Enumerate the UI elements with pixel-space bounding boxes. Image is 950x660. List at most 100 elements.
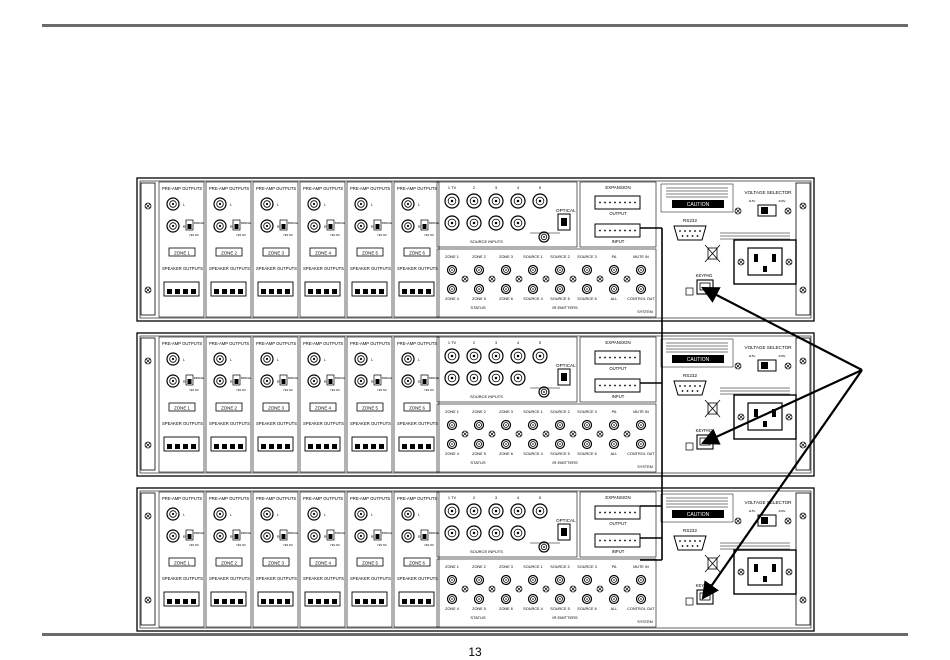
- zone-label: ZONE 5: [362, 406, 378, 411]
- rca-jack-pin: [451, 579, 453, 581]
- ir-label: ZONE 1: [445, 410, 459, 414]
- page-number: 13: [468, 645, 482, 659]
- port-pin: [624, 539, 626, 542]
- rca-jack-pin: [265, 357, 269, 361]
- switch-label: BRIDGE: [382, 221, 392, 225]
- rca-jack-pin: [538, 199, 542, 203]
- speaker-terminal: [167, 444, 172, 449]
- zone-label-box: [356, 402, 384, 412]
- ir-label: SOURCE 3: [577, 565, 596, 569]
- screw-slot: [516, 586, 522, 592]
- expansion-outline: [579, 181, 657, 248]
- switch-label: YES NO: [377, 388, 387, 392]
- port-pin: [681, 390, 684, 392]
- source-column-label: 5: [539, 185, 542, 190]
- rca-jack-pin: [640, 443, 642, 445]
- ir-label: ZONE 2: [472, 255, 486, 259]
- ir-label: ZONE 5: [472, 297, 486, 301]
- rca-jack-pin: [586, 288, 588, 290]
- ir-label: ZONE 3: [499, 565, 513, 569]
- switch-label: BRIDGE: [382, 376, 392, 380]
- rca-jack-ring: [503, 577, 509, 583]
- rca-jack-pin: [218, 357, 222, 361]
- speaker-terminal: [402, 444, 407, 449]
- rca-jack-pin: [494, 509, 498, 513]
- zone-outline: [393, 491, 440, 628]
- port-pin: [629, 229, 631, 232]
- power-pin: [772, 564, 776, 572]
- rca-jack-pin: [478, 443, 480, 445]
- zone-label-box: [403, 402, 431, 412]
- rca-jack-ring: [513, 218, 523, 228]
- speaker-terminal: [410, 289, 415, 294]
- rca-jack-pin: [312, 512, 316, 516]
- rs232-label: RS232: [683, 528, 697, 533]
- port-pin: [689, 385, 691, 387]
- switch-label: YES NO: [283, 233, 293, 237]
- ir-label: ZONE 5: [472, 607, 486, 611]
- ir-outline: [436, 248, 657, 318]
- source-inputs-outline: [436, 181, 578, 248]
- ir-label: PA: [612, 410, 617, 414]
- zone-outline: [252, 491, 299, 628]
- zone-label: ZONE 3: [268, 561, 284, 566]
- channel-label: L: [277, 203, 279, 207]
- rca-jack-pin: [559, 269, 561, 271]
- rs232-label: RS232: [683, 218, 697, 223]
- rca-jack-ring: [263, 200, 271, 208]
- speaker-terminal: [371, 599, 376, 604]
- rca-jack-pin: [538, 509, 542, 513]
- ir-label: SOURCE 4: [523, 297, 542, 301]
- rca-jack-pin: [505, 269, 507, 271]
- rca-jack-pin: [640, 269, 642, 271]
- weee-cross: [704, 554, 721, 573]
- port-pin: [684, 540, 686, 542]
- switch-label: YES NO: [283, 543, 293, 547]
- port-pin: [629, 539, 631, 542]
- zone-switch-knob: [422, 224, 427, 229]
- port-pin: [619, 201, 621, 204]
- speaker-terminal: [316, 444, 321, 449]
- speaker-terminal: [332, 289, 337, 294]
- screw-slot: [516, 431, 522, 437]
- rca-jack-ring: [216, 377, 224, 385]
- rca-jack-pin: [265, 512, 269, 516]
- source-inputs-label: SOURCE INPUTS: [470, 394, 503, 399]
- pre-amp-outputs-label: PRE-AMP OUTPUTS: [350, 496, 390, 501]
- rca-jack-pin: [406, 357, 410, 361]
- ir-emitters-label: IR EMITTERS: [552, 305, 578, 310]
- switch-label: YES NO: [424, 388, 434, 392]
- port-pin: [629, 511, 631, 514]
- speaker-terminal: [261, 444, 266, 449]
- speaker-terminal: [316, 289, 321, 294]
- port-pin: [634, 511, 636, 514]
- screw-slot: [735, 208, 741, 214]
- zone-switch-knob: [375, 224, 380, 229]
- speaker-terminal: [332, 599, 337, 604]
- speaker-terminal: [355, 289, 360, 294]
- channel-label: L: [418, 513, 420, 517]
- rca-jack-ring: [535, 196, 545, 206]
- port-pin: [619, 229, 621, 232]
- speaker-terminal: [183, 289, 188, 294]
- port-pin: [614, 511, 616, 514]
- rca-jack-pin: [613, 269, 615, 271]
- rca-jack-pin: [451, 288, 453, 290]
- rca-jack-pin: [543, 236, 545, 238]
- rca-jack-pin: [516, 199, 520, 203]
- screw-slot: [785, 518, 791, 524]
- zone-label: ZONE 4: [315, 561, 331, 566]
- rca-jack-pin: [516, 376, 520, 380]
- rca-jack-pin: [586, 579, 588, 581]
- rca-jack-ring: [357, 377, 365, 385]
- rca-jack-pin: [494, 199, 498, 203]
- zone-label-box: [262, 557, 290, 567]
- channel-label: R: [418, 535, 421, 539]
- zone-label: ZONE 3: [268, 251, 284, 256]
- rca-jack-pin: [312, 379, 316, 383]
- channel-label: R: [324, 380, 327, 384]
